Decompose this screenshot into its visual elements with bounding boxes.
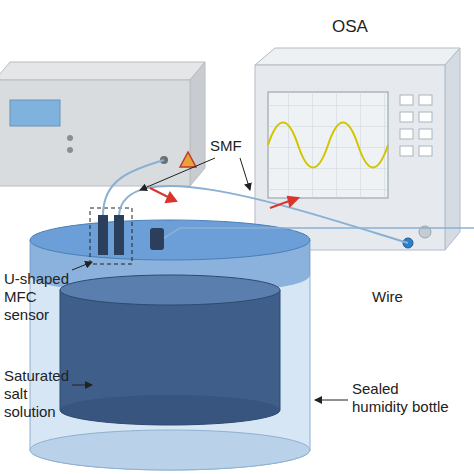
part-label: Saturated salt solution	[4, 367, 72, 421]
wire	[164, 228, 474, 238]
light-direction-arrows	[150, 188, 298, 208]
part-label: U-shaped MFC sensor	[4, 270, 72, 324]
osa-device	[255, 48, 460, 250]
part-label: Sealed humidity bottle	[352, 380, 452, 416]
device-box: OSA	[255, 18, 445, 250]
part-label: Wire	[372, 288, 432, 306]
device-label: OSA	[255, 18, 445, 36]
leader-lines	[72, 158, 348, 400]
light-source	[0, 62, 205, 186]
part-label: SMF	[210, 137, 260, 155]
humidity-bottle	[30, 208, 310, 470]
fibers	[103, 160, 408, 243]
